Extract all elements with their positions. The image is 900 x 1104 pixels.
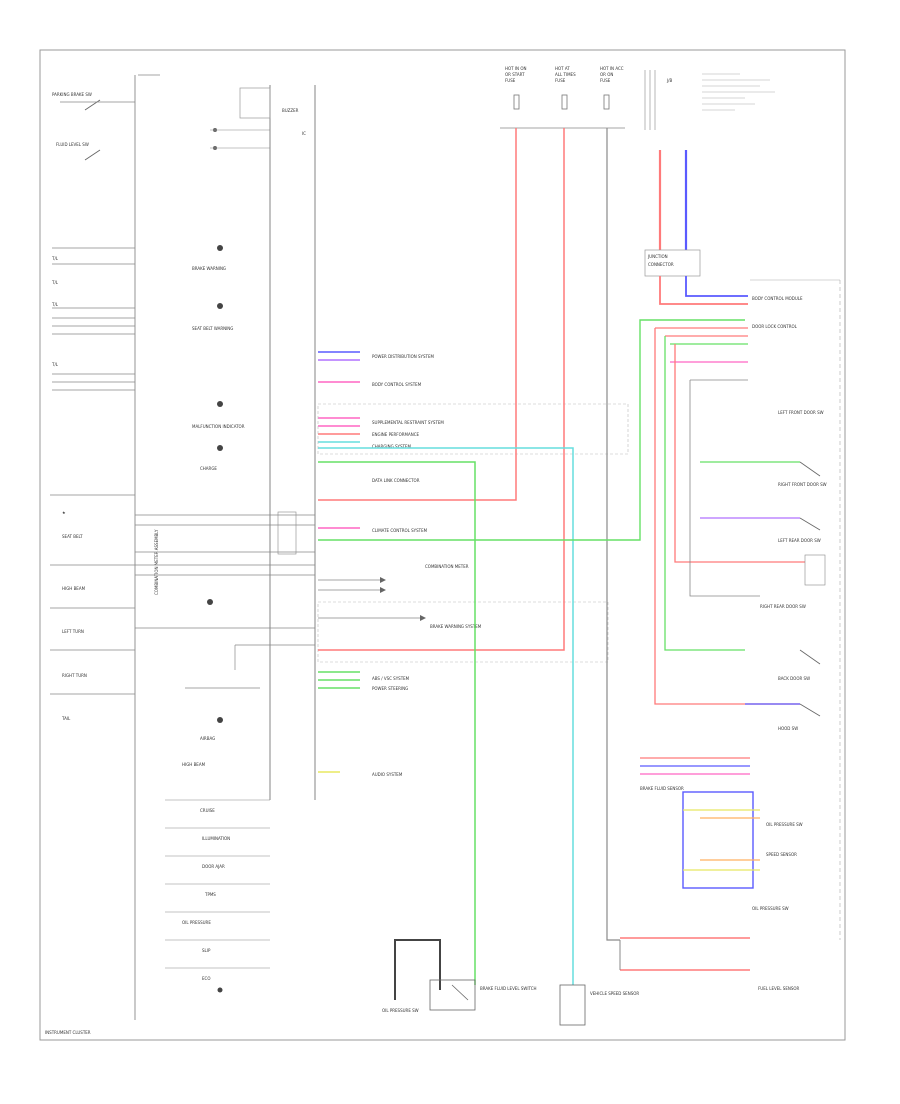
component-label: VEHICLE SPEED SENSOR (590, 991, 639, 996)
mid-system-labels: POWER DISTRIBUTION SYSTEM BODY CONTROL S… (318, 351, 482, 777)
system-label: BRAKE WARNING SYSTEM (430, 624, 482, 629)
indicator-label: MALFUNCTION INDICATOR (192, 424, 245, 429)
fuse-icon (603, 94, 610, 110)
indicator-label: HIGH BEAM (182, 762, 206, 767)
svg-text:TAIL: TAIL (61, 716, 71, 721)
svg-text:T/L: T/L (51, 362, 59, 367)
svg-text:T/L: T/L (51, 256, 59, 261)
switch-icon (799, 703, 821, 717)
component-label: OIL PRESSURE SW (382, 1008, 419, 1013)
top-right-drops: JUNCTION CONNECTOR (644, 150, 748, 305)
cluster-boundary: BUZZER IC (239, 85, 316, 800)
svg-text:RIGHT TURN: RIGHT TURN (62, 673, 87, 678)
svg-text:J/B: J/B (666, 78, 673, 83)
connector-box (317, 601, 609, 663)
system-label: DATA LINK CONNECTOR (372, 478, 420, 483)
indicator-label: TPMS (204, 892, 216, 897)
left-cross-wires (135, 511, 315, 689)
switch-icon (799, 517, 821, 531)
svg-text:T/L: T/L (51, 302, 59, 307)
indicator-label: DOOR AJAR (202, 864, 225, 869)
speed-sensor-box (559, 984, 586, 1026)
indicator-label: SLIP (202, 948, 211, 953)
system-label: BODY CONTROL SYSTEM (372, 382, 422, 387)
component-label: OIL PRESSURE SW (752, 906, 789, 911)
left-switch-area: PARKING BRAKE SW FLUID LEVEL SW T/L T/L … (50, 74, 160, 1020)
indicator-label: SEAT BELT WARNING (192, 326, 233, 331)
system-label: AUDIO SYSTEM (372, 772, 403, 777)
colored-trunks (318, 128, 745, 985)
indicator-label: BRAKE WARNING (192, 266, 226, 271)
system-label: ABS / VSC SYSTEM (372, 676, 410, 681)
svg-text:BUZZER: BUZZER (282, 108, 299, 113)
component-label: LEFT REAR DOOR SW (778, 538, 821, 543)
system-label: CHARGING SYSTEM (372, 444, 411, 449)
diagram-border (39, 49, 846, 1041)
indicator-lamp-icon (217, 401, 223, 407)
top-right-connector: J/B (644, 70, 775, 130)
indicator-column: BRAKE WARNING SEAT BELT WARNING MALFUNCT… (165, 128, 270, 993)
switch-icon (799, 649, 821, 665)
indicator-lamp-icon (217, 303, 223, 309)
component-label: RIGHT REAR DOOR SW (760, 604, 806, 609)
component-label: LEFT FRONT DOOR SW (778, 410, 824, 415)
component-label: HOOD SW (778, 726, 798, 731)
fuse-label-group: HOT IN ON OR START FUSE HOT AT ALL TIMES… (500, 66, 625, 129)
component-label: RIGHT FRONT DOOR SW (778, 482, 827, 487)
svg-text:LEFT TURN: LEFT TURN (62, 629, 84, 634)
component-label: OIL PRESSURE SW (766, 822, 803, 827)
indicator-label: OIL PRESSURE (182, 920, 211, 925)
svg-text:T/L: T/L (51, 280, 59, 285)
indicator-label: ECO (202, 976, 210, 981)
svg-text:★: ★ (62, 510, 66, 515)
brake-fluid-switch-box (429, 979, 476, 1011)
svg-text:IC: IC (302, 131, 306, 136)
fuse-label-2: HOT AT ALL TIMES FUSE (555, 66, 577, 83)
switch-icon (799, 461, 821, 477)
indicator-label: AIRBAG (200, 736, 215, 741)
bottom-components: OIL PRESSURE SW BRAKE FLUID LEVEL SWITCH… (382, 939, 639, 1026)
component-label: BODY CONTROL MODULE (752, 296, 803, 301)
indicator-lamp-icon (217, 245, 223, 251)
fuse-icon (513, 94, 520, 110)
component-label: BRAKE FLUID SENSOR (640, 786, 684, 791)
switch-icon (451, 984, 469, 1001)
svg-text:JUNCTION: JUNCTION (647, 254, 668, 259)
indicator-lamp-icon (217, 717, 223, 723)
system-label: POWER DISTRIBUTION SYSTEM (372, 354, 434, 359)
footer-label: INSTRUMENT CLUSTER (45, 1030, 91, 1035)
svg-text:HIGH BEAM: HIGH BEAM (62, 586, 86, 591)
svg-text:SEAT BELT: SEAT BELT (62, 534, 83, 539)
svg-text:CONNECTOR: CONNECTOR (648, 262, 674, 267)
switch-icon (84, 149, 101, 161)
component-label: SPEED SENSOR (766, 852, 797, 857)
component-label: FUEL LEVEL SENSOR (758, 986, 800, 991)
indicator-lamp-icon (217, 445, 223, 451)
oil-pressure-switch-wire (394, 939, 441, 1000)
fuse-icon (561, 94, 568, 110)
system-label: POWER STEERING (372, 686, 408, 691)
component-label: DOOR LOCK CONTROL (752, 324, 798, 329)
connector-box (317, 403, 629, 455)
indicator-label: CRUISE (200, 808, 215, 813)
switch-icon (84, 99, 101, 111)
fuse-label-1: HOT IN ON OR START FUSE (505, 66, 528, 83)
component-label: BRAKE FLUID LEVEL SWITCH (480, 986, 537, 991)
fuse-label-3: HOT IN ACC OR ON FUSE (600, 66, 625, 83)
system-label: SUPPLEMENTAL RESTRAINT SYSTEM (372, 420, 444, 425)
indicator-lamp-icon (207, 599, 213, 605)
system-label: COMBINATION METER (425, 564, 469, 569)
system-label: ENGINE PERFORMANCE (372, 432, 420, 437)
fluid-level-switch-label: FLUID LEVEL SW (56, 142, 89, 147)
parking-brake-switch-label: PARKING BRAKE SW (52, 92, 92, 97)
indicator-label: CHARGE (200, 466, 217, 471)
meter-vertical-label: COMBINATION METER ASSEMBLY (154, 529, 159, 595)
system-label: CLIMATE CONTROL SYSTEM (372, 528, 428, 533)
indicator-label: ILLUMINATION (202, 836, 230, 841)
component-label: BACK DOOR SW (778, 676, 810, 681)
right-module-area: BODY CONTROL MODULE DOOR LOCK CONTROL LE… (619, 279, 841, 991)
